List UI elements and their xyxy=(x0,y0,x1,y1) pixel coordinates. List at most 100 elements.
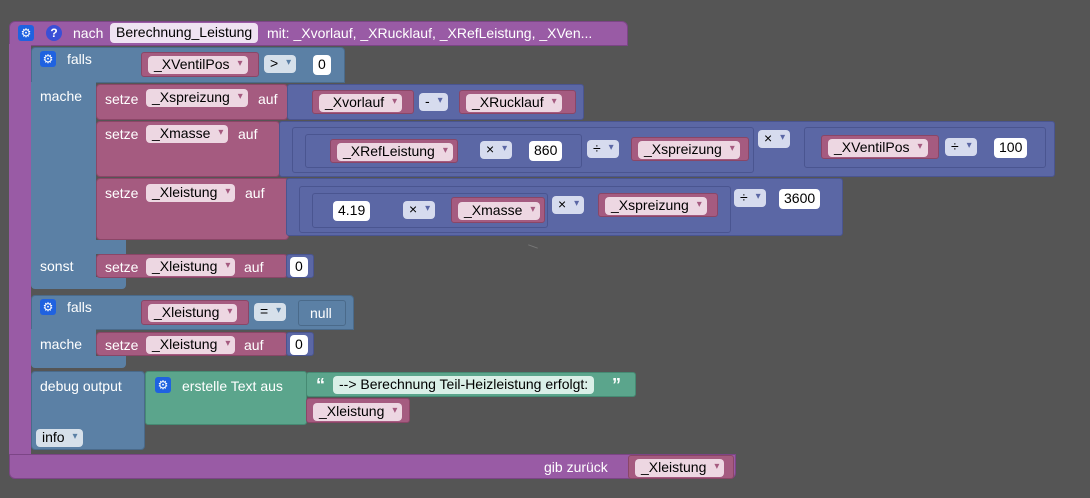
math-block-outer-divide[interactable]: 4.19 × _Xmasse × _Xspreizung ÷ 3600 xyxy=(286,178,843,236)
do-label: mache xyxy=(40,88,83,104)
math-operator-dropdown[interactable]: - xyxy=(419,93,448,111)
if-else-bottom-bar xyxy=(31,277,126,289)
text-join-label: erstelle Text aus xyxy=(182,378,283,394)
set-var-dropdown[interactable]: _Xspreizung xyxy=(146,89,248,107)
condition-var-dropdown[interactable]: _Xleistung xyxy=(148,304,238,322)
math-block-outer-divide[interactable]: _XRefLeistung × 860 ÷ _Xspreizung × _XVe… xyxy=(279,121,1055,177)
condition-var-dropdown[interactable]: _XVentilPos xyxy=(148,56,248,74)
help-icon[interactable]: ? xyxy=(46,25,62,41)
value-var-dropdown[interactable]: _Xvorlauf xyxy=(319,94,403,112)
value-var-dropdown[interactable]: _XRefLeistung xyxy=(337,143,453,161)
number-block[interactable]: 0 xyxy=(286,254,314,278)
set-block-masse[interactable]: setze _Xmasse auf xyxy=(96,121,280,177)
set-label: setze xyxy=(105,259,139,275)
value-var-block[interactable]: _Xspreizung xyxy=(598,193,718,217)
debug-label: debug output xyxy=(40,378,122,394)
text-var-dropdown[interactable]: _Xleistung xyxy=(313,403,403,421)
number-block[interactable]: 0 xyxy=(286,332,314,356)
text-string-block[interactable]: “ --> Berechnung Teil-Heizleistung erfol… xyxy=(306,372,636,397)
set-var-dropdown[interactable]: _Xleistung xyxy=(146,258,236,276)
procedure-return-bar[interactable] xyxy=(9,454,736,479)
if-block-bottom-bar xyxy=(31,356,126,368)
set-label: setze xyxy=(105,337,139,353)
math-operator-dropdown[interactable]: × xyxy=(403,201,436,219)
gear-icon[interactable]: ⚙ xyxy=(40,51,56,67)
set-var-dropdown[interactable]: _Xmasse xyxy=(146,125,229,143)
to-label: auf xyxy=(244,259,264,275)
value-var-block[interactable]: _Xvorlauf xyxy=(312,90,414,114)
math-block-multiply-outer[interactable]: _XRefLeistung × 860 ÷ _Xspreizung xyxy=(292,127,754,173)
set-var-dropdown[interactable]: _Xleistung xyxy=(146,184,236,202)
if-block-left-rail xyxy=(31,329,96,359)
log-level-dropdown[interactable]: info xyxy=(36,429,83,447)
return-var-dropdown[interactable]: _Xleistung xyxy=(635,459,725,477)
null-value: null xyxy=(310,305,332,321)
math-block-multiply-outer[interactable]: 4.19 × _Xmasse × _Xspreizung xyxy=(299,186,731,233)
math-operator-dropdown[interactable]: × xyxy=(758,130,791,148)
value-var-dropdown[interactable]: _XRucklauf xyxy=(466,94,562,112)
number-field[interactable]: 4.19 xyxy=(333,201,371,221)
set-block-else[interactable]: setze _Xleistung auf xyxy=(96,254,288,278)
quote-close-icon: ” xyxy=(612,375,621,395)
text-string-field[interactable]: --> Berechnung Teil-Heizleistung erfolgt… xyxy=(333,376,595,394)
to-label: auf xyxy=(245,185,265,201)
procedure-block-left-rail xyxy=(9,44,31,456)
text-join-block[interactable]: ⚙ erstelle Text aus xyxy=(145,371,307,425)
math-block-multiply[interactable]: _XRefLeistung × 860 xyxy=(305,134,582,168)
if-else-mid-bar xyxy=(31,240,126,254)
else-label: sonst xyxy=(40,258,74,274)
to-label: auf xyxy=(238,126,258,142)
if-label: falls xyxy=(67,299,92,315)
set-var-dropdown[interactable]: _Xleistung xyxy=(146,336,236,354)
math-block-subtract[interactable]: _Xvorlauf - _XRucklauf xyxy=(287,84,584,120)
math-operator-dropdown[interactable]: × xyxy=(480,141,513,159)
null-block[interactable]: null xyxy=(298,300,346,326)
set-block-null-check[interactable]: setze _Xleistung auf xyxy=(96,332,288,356)
return-var-block[interactable]: _Xleistung xyxy=(628,455,734,479)
compare-operator-dropdown[interactable]: = xyxy=(254,303,287,321)
debug-output-block[interactable]: debug output info xyxy=(31,371,145,450)
value-var-dropdown[interactable]: _Xspreizung xyxy=(638,141,740,159)
condition-var-block[interactable]: _Xleistung xyxy=(141,300,249,325)
set-label: setze xyxy=(105,185,139,201)
quote-open-icon: “ xyxy=(316,375,325,395)
compare-value-field[interactable]: 0 xyxy=(313,55,331,75)
to-label: auf xyxy=(244,337,264,353)
condition-var-block[interactable]: _XVentilPos xyxy=(141,52,259,77)
value-var-block[interactable]: _Xmasse xyxy=(451,197,545,223)
math-block-multiply[interactable]: 4.19 × _Xmasse xyxy=(312,193,548,228)
math-operator-dropdown[interactable]: ÷ xyxy=(734,189,766,207)
math-operator-dropdown[interactable]: × xyxy=(552,196,585,214)
do-label: mache xyxy=(40,336,83,352)
number-field[interactable]: 860 xyxy=(529,141,563,161)
value-var-block[interactable]: _XVentilPos xyxy=(821,135,939,159)
workspace-mark xyxy=(528,244,538,249)
set-block-leistung[interactable]: setze _Xleistung auf xyxy=(96,178,289,240)
procedure-keyword: nach xyxy=(73,25,104,41)
value-var-dropdown[interactable]: _Xspreizung xyxy=(605,197,707,215)
set-block-spreizung[interactable]: setze _Xspreizung auf xyxy=(96,84,288,120)
value-var-block[interactable]: _Xspreizung xyxy=(631,137,749,161)
to-label: auf xyxy=(258,91,278,107)
return-label: gib zurück xyxy=(544,459,608,475)
compare-operator-dropdown[interactable]: > xyxy=(264,55,297,73)
number-field[interactable]: 100 xyxy=(994,138,1028,158)
procedure-params-label: mit: _Xvorlauf, _XRucklauf, _XRefLeistun… xyxy=(267,25,593,41)
math-operator-dropdown[interactable]: ÷ xyxy=(587,140,619,158)
gear-icon[interactable]: ⚙ xyxy=(155,377,171,393)
value-var-dropdown[interactable]: _XVentilPos xyxy=(828,139,928,157)
gear-icon[interactable]: ⚙ xyxy=(40,299,56,315)
text-var-block[interactable]: _Xleistung xyxy=(306,398,410,423)
math-block-divide[interactable]: _XVentilPos ÷ 100 xyxy=(804,127,1046,168)
math-operator-dropdown[interactable]: ÷ xyxy=(945,138,977,156)
value-var-block[interactable]: _XRucklauf xyxy=(459,90,576,114)
gear-icon[interactable]: ⚙ xyxy=(18,25,34,41)
value-var-dropdown[interactable]: _Xmasse xyxy=(458,202,541,220)
set-label: setze xyxy=(105,91,139,107)
number-field[interactable]: 0 xyxy=(290,257,308,277)
number-field[interactable]: 0 xyxy=(290,335,308,355)
procedure-name-field[interactable]: Berechnung_Leistung xyxy=(110,23,259,43)
number-field[interactable]: 3600 xyxy=(779,189,821,209)
if-label: falls xyxy=(67,51,92,67)
value-var-block[interactable]: _XRefLeistung xyxy=(330,139,458,163)
